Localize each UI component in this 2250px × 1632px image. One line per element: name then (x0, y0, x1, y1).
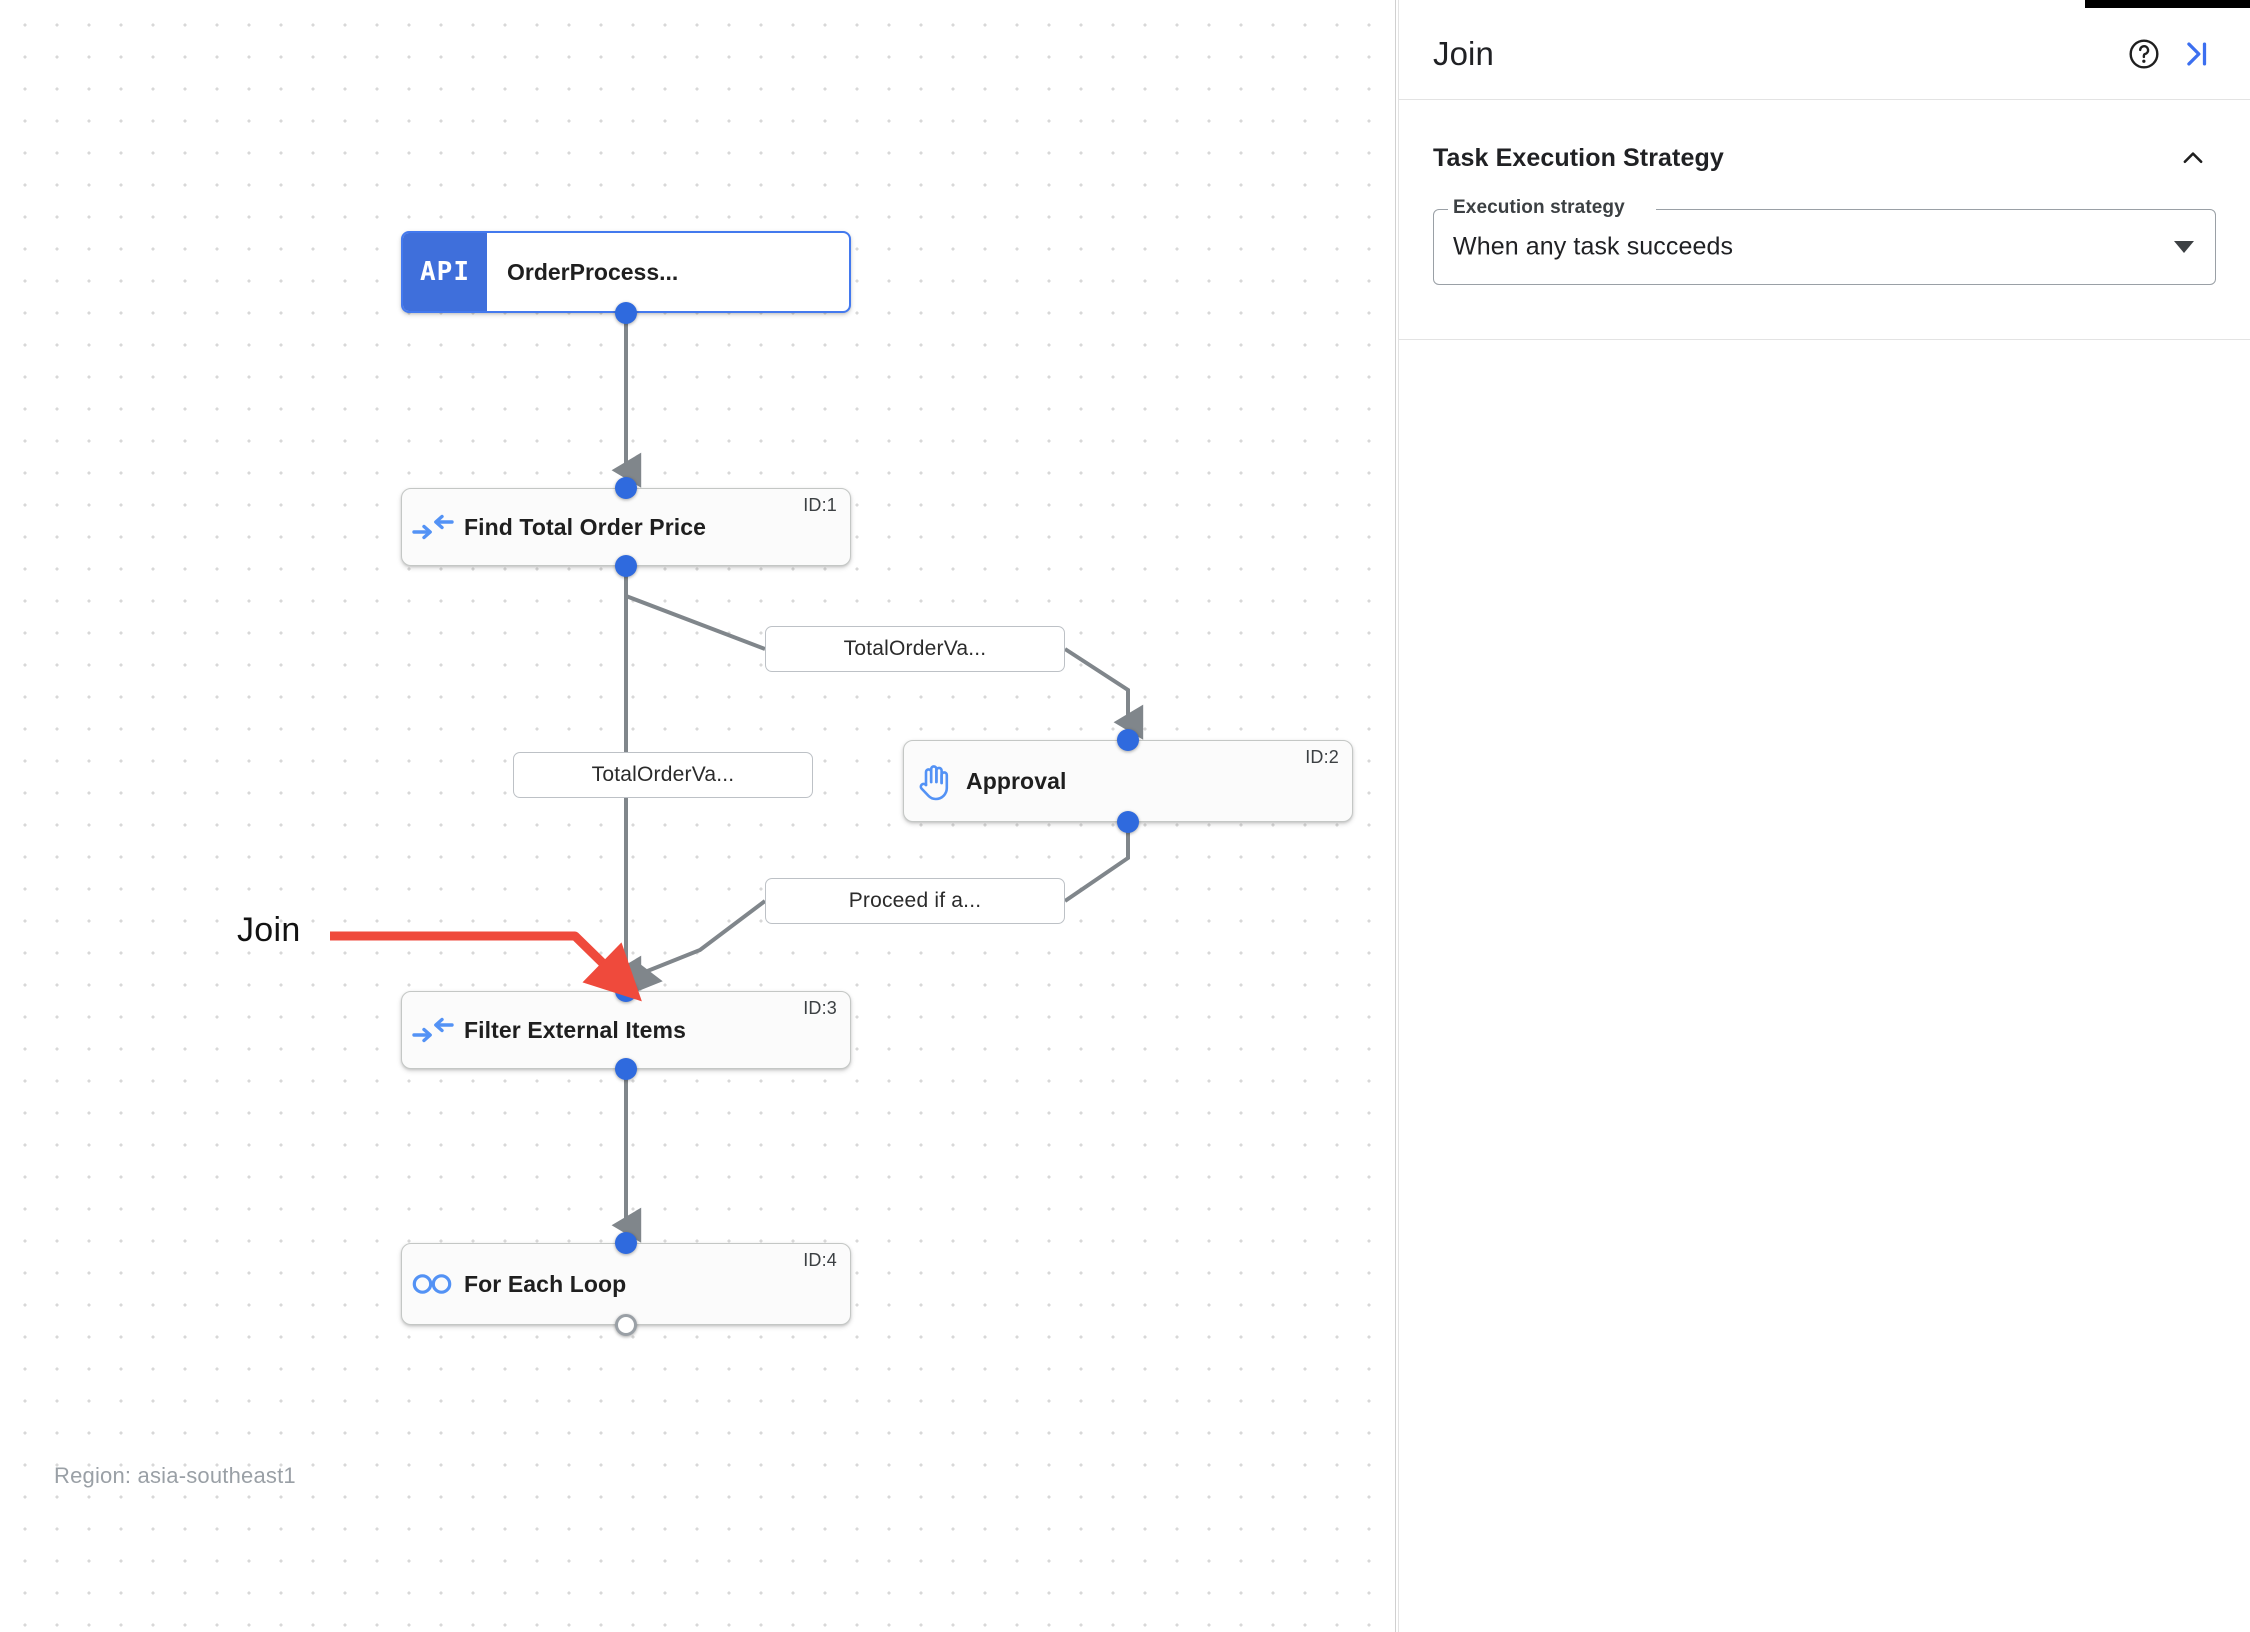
canvas-panel-divider (1395, 0, 1396, 1632)
section-title: Task Execution Strategy (1433, 143, 1724, 172)
workflow-canvas[interactable]: Join API OrderProcess... Find Total Orde… (0, 0, 1396, 1632)
node-for-each-loop[interactable]: For Each Loop ID:4 (401, 1243, 851, 1325)
handle-task1-out[interactable] (615, 555, 637, 577)
handle-trigger-out[interactable] (615, 302, 637, 324)
node-title: Filter External Items (464, 1016, 686, 1043)
node-id-badge: ID:3 (803, 998, 837, 1018)
top-black-strip (2085, 0, 2250, 8)
node-id-badge: ID:1 (803, 495, 837, 515)
edge-label[interactable]: Proceed if a... (765, 878, 1065, 924)
execution-strategy-value: When any task succeeds (1453, 232, 1734, 261)
handle-task3-out[interactable] (615, 1058, 637, 1080)
task-execution-strategy-section: Task Execution Strategy Execution strate… (1399, 101, 2250, 340)
node-title: OrderProcess... (507, 258, 679, 285)
node-find-total-order-price[interactable]: Find Total Order Price ID:1 (401, 488, 851, 566)
execution-strategy-select[interactable]: Execution strategy When any task succeed… (1433, 197, 2216, 285)
collapse-panel-right-icon[interactable] (2170, 28, 2222, 80)
node-title: Approval (966, 767, 1067, 794)
join-annotation-label: Join (237, 911, 301, 949)
node-title: Find Total Order Price (464, 513, 707, 540)
section-header[interactable]: Task Execution Strategy (1399, 101, 2250, 181)
node-id-badge: ID:2 (1305, 747, 1339, 767)
execution-strategy-label: Execution strategy (1453, 197, 1625, 218)
region-label: Region: asia-southeast1 (54, 1463, 296, 1488)
node-filter-external-items[interactable]: Filter External Items ID:3 (401, 991, 851, 1069)
chevron-up-icon[interactable] (2170, 135, 2216, 181)
node-approval[interactable]: Approval ID:2 (903, 740, 1353, 822)
chevron-down-icon[interactable] (2174, 241, 2194, 253)
handle-task1-in[interactable] (615, 477, 637, 499)
handle-task4-loop-out[interactable] (615, 1314, 637, 1336)
api-icon: API (403, 233, 487, 311)
help-circle-icon[interactable] (2118, 28, 2170, 80)
node-order-process-trigger[interactable]: API OrderProcess... (401, 231, 851, 313)
raised-hand-icon (904, 761, 966, 801)
merge-arrows-icon (402, 513, 464, 541)
properties-panel: Join Task Execution Strategy (1398, 0, 2250, 1632)
merge-arrows-icon (402, 1016, 464, 1044)
infinity-icon (402, 1271, 464, 1297)
edge-label[interactable]: TotalOrderVa... (765, 626, 1065, 672)
node-id-badge: ID:4 (803, 1250, 837, 1270)
panel-title: Join (1433, 34, 1494, 72)
handle-task3-in[interactable] (615, 980, 637, 1002)
handle-task2-out[interactable] (1117, 811, 1139, 833)
edge-label[interactable]: TotalOrderVa... (513, 752, 813, 798)
handle-task2-in[interactable] (1117, 729, 1139, 751)
handle-task4-in[interactable] (615, 1232, 637, 1254)
node-title: For Each Loop (464, 1270, 627, 1297)
panel-header: Join (1399, 8, 2250, 100)
